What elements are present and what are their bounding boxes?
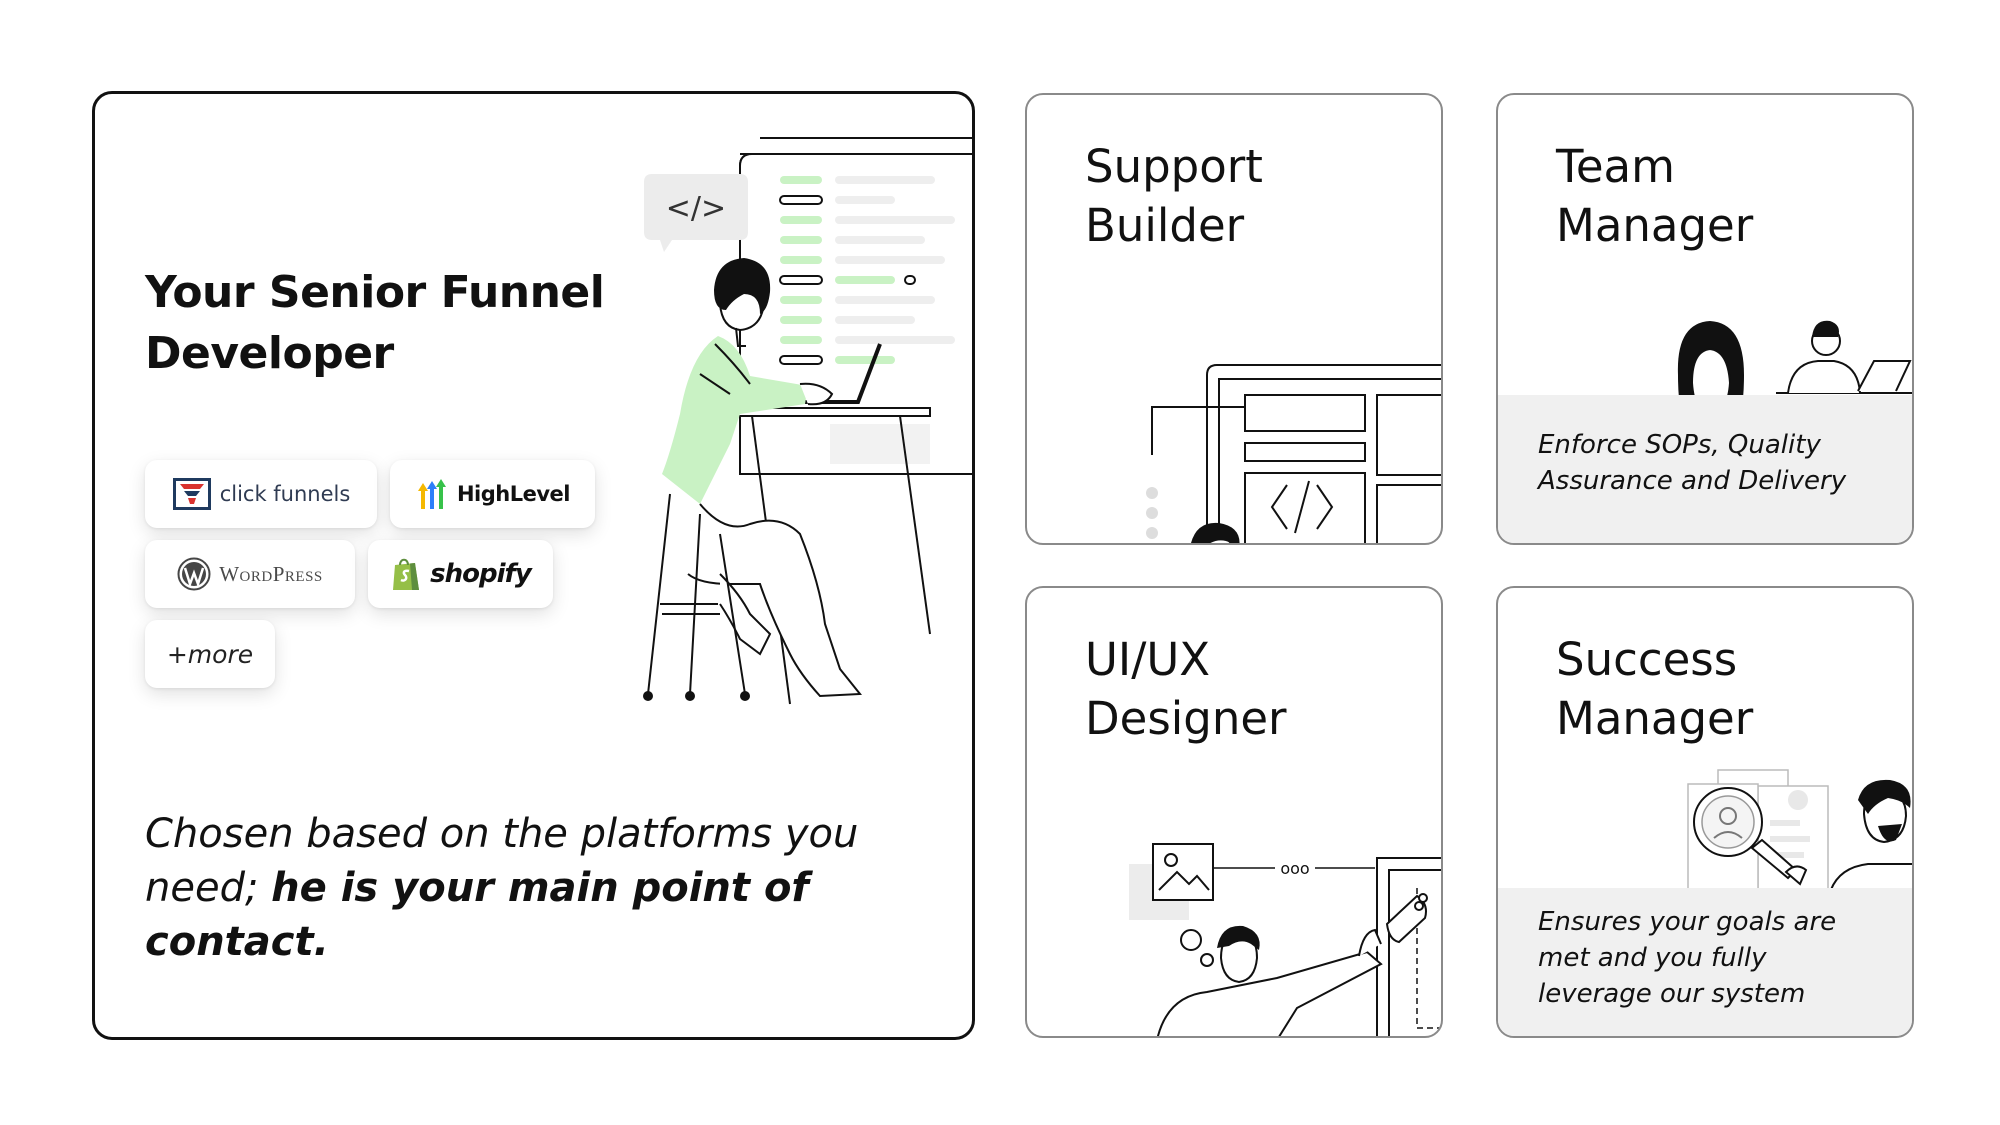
platform-chip-highlevel[interactable]: HighLevel [390,460,595,528]
success-manager-note-line2: met and you fully [1538,943,1767,973]
uiux-designer-title-line2: Designer [1085,692,1287,745]
platform-chip-clickfunnels[interactable]: click funnels [145,460,377,528]
more-platforms-label: +more [166,639,254,669]
success-manager-title: Success Manager [1556,630,1896,748]
success-manager-title-line2: Manager [1556,692,1754,745]
support-builder-illustration [1146,364,1441,543]
platform-chip-wordpress[interactable]: WordPress [145,540,355,608]
wordpress-label: WordPress [219,561,323,586]
success-manager-note: Ensures your goals are met and you fully… [1538,904,1892,1012]
caption-normal-text: Chosen based on the platforms you need; [145,811,859,911]
team-manager-card: Team Manager Enforce SOPs, Quality Assur… [1496,93,1914,545]
team-manager-title: Team Manager [1556,137,1896,255]
team-manager-title-line2: Manager [1556,199,1754,252]
team-manager-title-line1: Team [1556,140,1675,193]
team-manager-note-line1: Enforce SOPs, Quality [1538,430,1821,460]
support-builder-title-line1: Support [1085,140,1263,193]
wordpress-logo-icon [177,557,211,591]
shopify-label: shopify [430,559,532,589]
senior-funnel-developer-card: Your Senior Funnel Developer click funne… [92,91,975,1040]
success-manager-note-line1: Ensures your goals are [1538,907,1837,937]
designer-illustration: ooo [1129,843,1441,1036]
svg-text:ooo: ooo [1280,859,1309,878]
support-builder-title: Support Builder [1085,137,1425,255]
success-manager-note-line3: leverage our system [1538,979,1806,1009]
support-builder-card: Support Builder [1025,93,1443,545]
uiux-designer-title-line1: UI/UX [1085,633,1211,686]
main-title-line1: Your Senior Funnel [145,267,605,318]
uiux-designer-title: UI/UX Designer [1085,630,1425,748]
clickfunnels-label: click funnels [219,482,351,506]
team-manager-note: Enforce SOPs, Quality Assurance and Deli… [1538,427,1892,499]
main-title-line2: Developer [145,328,394,379]
success-manager-illustration [1687,769,1912,900]
success-manager-card: Success Manager Ensures your goals are [1496,586,1914,1038]
caption-bold-text: he is your main point of contact. [145,865,809,965]
uiux-designer-card: UI/UX Designer ooo [1025,586,1443,1038]
developer-at-desk-illustration: </> [643,137,972,705]
code-bubble-text: </> [666,191,726,226]
team-manager-note-line2: Assurance and Delivery [1538,466,1847,496]
support-builder-title-line2: Builder [1085,199,1245,252]
main-card-title: Your Senior Funnel Developer [145,262,665,384]
success-manager-note-box: Ensures your goals are met and you fully… [1498,888,1912,1036]
platform-chip-shopify[interactable]: shopify [368,540,553,608]
highlevel-label: HighLevel [456,482,571,506]
success-manager-title-line1: Success [1556,633,1738,686]
platform-chip-more[interactable]: +more [145,620,275,688]
shopify-logo-icon [393,558,420,590]
highlevel-logo-icon [417,479,446,509]
clickfunnels-logo-icon [172,478,211,510]
main-caption: Chosen based on the platforms you need; … [145,807,905,969]
team-manager-note-box: Enforce SOPs, Quality Assurance and Deli… [1498,395,1912,543]
